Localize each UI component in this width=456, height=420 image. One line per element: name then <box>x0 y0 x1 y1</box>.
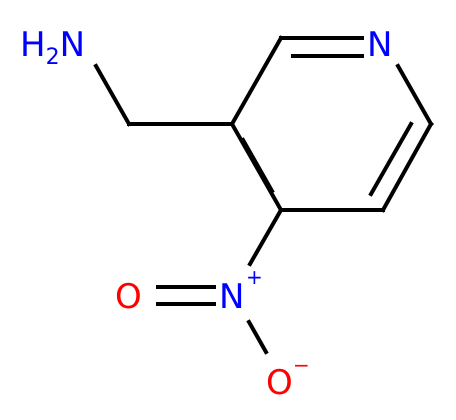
nitro-nitrogen-charge: + <box>246 265 263 289</box>
bond-n1-c6 <box>395 63 434 127</box>
bond-c4-nitro-n <box>247 207 284 267</box>
bond-c3-c2 <box>229 35 284 127</box>
bond-c6-c5-inner <box>368 121 414 197</box>
bond-nitro-n-o-single <box>246 319 269 355</box>
bond-c4-c3-inner <box>240 137 275 194</box>
double-bond-oxygen-label: O <box>115 277 142 317</box>
bond-amine-ch2 <box>93 63 132 127</box>
ring-nitrogen-label: N <box>367 25 392 65</box>
atom-labels: H2N N N + O O − <box>20 25 392 403</box>
single-bond-oxygen-label: O <box>266 363 293 403</box>
bonds <box>93 35 434 355</box>
nitro-nitrogen-label: N <box>219 277 244 317</box>
bond-c6-c5 <box>380 121 434 213</box>
oxygen-charge: − <box>293 353 310 377</box>
amine-label: H2N <box>20 25 85 70</box>
